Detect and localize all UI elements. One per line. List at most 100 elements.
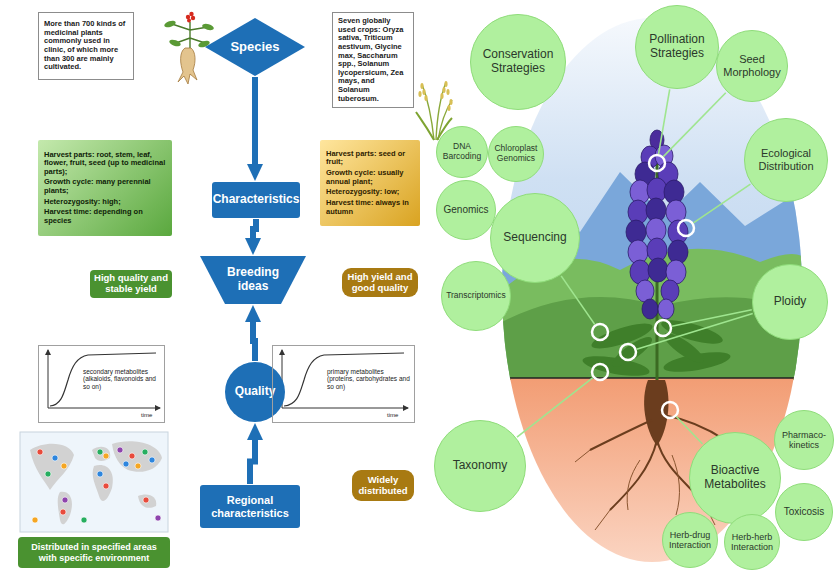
topic-bubble: DNA Barcoding bbox=[436, 126, 488, 178]
topic-bubble: Pollination Strategies bbox=[635, 5, 719, 89]
world-map bbox=[32, 517, 38, 523]
node-text: Ploidy bbox=[774, 295, 807, 309]
world-map bbox=[32, 447, 161, 523]
topic-bubble: Sequencing bbox=[490, 193, 580, 283]
chart-box: primary metabolites (proteins, carbohydr… bbox=[272, 345, 415, 423]
plant-illustration bbox=[636, 280, 654, 302]
result-box: High quality and stable yield bbox=[90, 270, 172, 298]
topic-bubble: Herb-drug Interaction bbox=[662, 512, 718, 568]
topic-bubble: Transcriptomics bbox=[441, 261, 511, 331]
feature-box: Harvest parts: root, stem, leaf, flower,… bbox=[38, 140, 172, 236]
node-text: Species bbox=[230, 40, 279, 55]
ginseng-illustration bbox=[168, 38, 181, 47]
world-map bbox=[138, 494, 156, 507]
process-box: Regional characteristics bbox=[200, 485, 300, 528]
topic-bubble: Conservation Strategies bbox=[470, 14, 566, 110]
node-text: time bbox=[387, 412, 409, 419]
marker-ring bbox=[620, 344, 636, 360]
plant-illustration bbox=[608, 333, 655, 372]
topic-bubble: Herb-herb Interaction bbox=[724, 514, 780, 570]
flow-arrow bbox=[253, 321, 255, 361]
plant-illustration bbox=[648, 258, 668, 282]
node-text: Heterozygosity: high; bbox=[44, 198, 166, 207]
node-text: Harvest time: always in autumn bbox=[326, 199, 414, 216]
node-text: Heterozygosity: low; bbox=[326, 188, 414, 197]
node-text: DNA Barcoding bbox=[441, 142, 483, 162]
world-map bbox=[149, 457, 155, 463]
node-text: Seed Morphology bbox=[721, 53, 783, 78]
world-map bbox=[103, 483, 109, 489]
node-text: High quality and stable yield bbox=[94, 273, 168, 295]
note-box: More than 700 kinds of medicinal plants … bbox=[38, 12, 134, 80]
world-map bbox=[103, 453, 109, 459]
topic-bubble: Ecological Distribution bbox=[744, 118, 828, 202]
rice-illustration bbox=[440, 93, 443, 99]
node-text: Harvest parts: root, stem, leaf, flower,… bbox=[44, 151, 166, 177]
chart-box: secondary metabolites (alkaloids, flavon… bbox=[38, 345, 165, 423]
rice-illustration bbox=[418, 91, 421, 97]
leader-line bbox=[672, 310, 752, 326]
flow-arrow bbox=[250, 439, 255, 484]
world-map bbox=[81, 517, 87, 523]
node-text: Quality bbox=[235, 385, 276, 399]
ginseng-illustration bbox=[178, 48, 197, 84]
world-map bbox=[117, 447, 123, 453]
world-map bbox=[123, 461, 129, 467]
topic-bubble: Pharmaco- kinetics bbox=[774, 410, 834, 470]
node-text: secondary metabolites (alkaloids, flavon… bbox=[83, 368, 157, 390]
process-circle: Quality bbox=[225, 362, 285, 422]
node-text: Bioactive Metabolites bbox=[697, 464, 773, 492]
result-box: Distributed in specified areas with spec… bbox=[18, 537, 170, 568]
decision-diamond: Species bbox=[205, 18, 305, 76]
ginseng-illustration bbox=[189, 12, 193, 16]
topic-bubble: Ploidy bbox=[752, 264, 828, 340]
leader-line bbox=[693, 184, 750, 223]
topic-bubble: Taxonomy bbox=[434, 420, 526, 512]
node-text: Harvest parts: seed or fruit; bbox=[326, 150, 414, 167]
leader-line bbox=[517, 378, 593, 437]
node-text: High yield and good quality bbox=[345, 272, 415, 294]
node-text: Regional characteristics bbox=[204, 494, 296, 519]
topic-bubble: Genomics bbox=[436, 180, 496, 240]
feature-box: Harvest parts: seed or fruit; Growth cycl… bbox=[320, 140, 420, 226]
node-text: Pharmaco- kinetics bbox=[780, 430, 828, 451]
node-text: Seven globally used crops: Oryza sativa,… bbox=[338, 17, 408, 103]
node-text: Transcriptomics bbox=[446, 291, 506, 301]
node-text: Pollination Strategies bbox=[641, 33, 713, 61]
chart-curve bbox=[48, 408, 160, 409]
leader-line bbox=[676, 417, 702, 445]
node-text: Genomics bbox=[443, 204, 488, 216]
rice-illustration bbox=[420, 83, 423, 89]
world-map bbox=[97, 471, 103, 477]
marker-ring bbox=[649, 155, 665, 171]
leader-line bbox=[637, 314, 753, 350]
node-text: Growth cycle: usually annual plant; bbox=[326, 169, 414, 186]
world-map bbox=[93, 465, 113, 501]
rice-illustration bbox=[444, 81, 447, 87]
flow-arrow bbox=[253, 219, 256, 239]
world-map bbox=[143, 497, 149, 503]
topic-bubble: Bioactive Metabolites bbox=[689, 432, 781, 524]
world-map bbox=[58, 492, 72, 525]
flow-arrow bbox=[252, 77, 258, 165]
result-box: High yield and good quality bbox=[342, 268, 418, 297]
node-text: Growth cycle: many perennial plants; bbox=[44, 178, 166, 195]
world-map bbox=[20, 432, 168, 532]
plant-illustration bbox=[581, 315, 732, 379]
chart-curve bbox=[48, 350, 49, 408]
chart-curve bbox=[282, 408, 408, 409]
trapezoid-box: Breeding ideas bbox=[200, 256, 306, 304]
world-map bbox=[129, 453, 135, 459]
marker-ring bbox=[678, 220, 694, 236]
ginseng-illustration bbox=[191, 16, 195, 20]
text-slot: time bbox=[141, 412, 163, 419]
rice-illustration bbox=[424, 95, 427, 101]
topic-bubble: Toxicosis bbox=[775, 483, 833, 541]
node-text: Ecological Distribution bbox=[750, 147, 822, 172]
node-text: Chloroplast Genomics bbox=[493, 144, 539, 164]
node-text: Breeding ideas bbox=[221, 266, 285, 294]
ginseng-illustration bbox=[187, 19, 191, 23]
world-map bbox=[155, 515, 161, 521]
node-text: Toxicosis bbox=[784, 506, 825, 518]
marker-ring bbox=[592, 155, 694, 418]
